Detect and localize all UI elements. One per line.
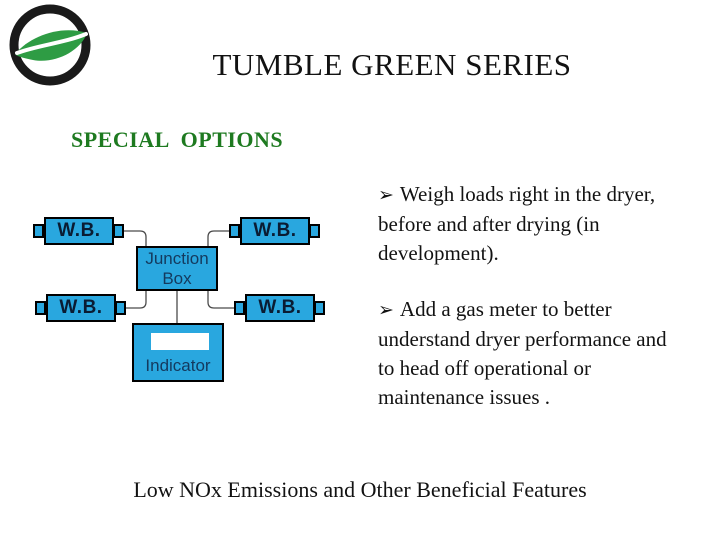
bullet-item: ➢Add a gas meter to better understand dr… bbox=[378, 295, 670, 412]
wb-box-bottom-left: W.B. bbox=[46, 294, 116, 322]
arrowhead-bullet-icon: ➢ bbox=[378, 299, 394, 321]
section-heading: SPECIAL OPTIONS bbox=[71, 127, 284, 152]
wb-box-top-left: W.B. bbox=[44, 217, 114, 245]
junction-box-label-line2: Box bbox=[162, 268, 192, 288]
bullet-text: Add a gas meter to better understand dry… bbox=[378, 297, 667, 409]
green-leaf-logo-icon bbox=[9, 4, 91, 86]
indicator-label: Indicator bbox=[145, 356, 211, 375]
wb-connector-tab bbox=[115, 301, 126, 315]
junction-box: Junction Box bbox=[136, 246, 218, 291]
junction-box-label-line1: Junction bbox=[145, 248, 209, 268]
wb-connector-tab bbox=[33, 224, 44, 238]
wb-connector-tab bbox=[35, 301, 46, 315]
bullet-text: Weigh loads right in the dryer, before a… bbox=[378, 182, 656, 265]
bullet-item: ➢Weigh loads right in the dryer, before … bbox=[378, 180, 670, 268]
wb-connector-tab bbox=[229, 224, 240, 238]
arrowhead-bullet-icon: ➢ bbox=[378, 184, 394, 206]
wb-box-bottom-right: W.B. bbox=[245, 294, 315, 322]
wb-connector-tab bbox=[113, 224, 124, 238]
wb-connector-tab bbox=[314, 301, 325, 315]
wb-connector-tab bbox=[309, 224, 320, 238]
wb-box-top-right: W.B. bbox=[240, 217, 310, 245]
footer-text: Low NOx Emissions and Other Beneficial F… bbox=[133, 477, 587, 502]
indicator-display-window bbox=[151, 333, 209, 350]
indicator-box: Indicator bbox=[132, 323, 224, 382]
wb-connector-tab bbox=[234, 301, 245, 315]
bullet-list: ➢Weigh loads right in the dryer, before … bbox=[378, 180, 670, 412]
slide-title: TUMBLE GREEN SERIES bbox=[212, 47, 572, 82]
